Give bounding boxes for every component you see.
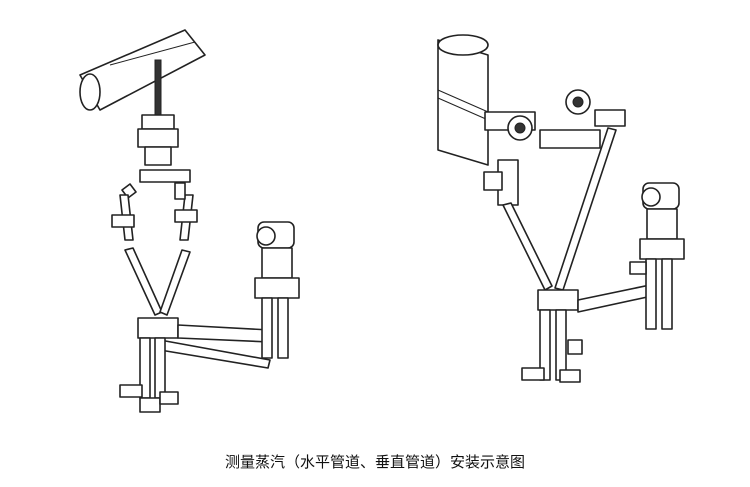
horizontal-pipe-installation: [79, 29, 300, 413]
impulse-lines: [502, 127, 617, 291]
horizontal-main-pipe: [79, 29, 206, 121]
manifold-and-drains: [119, 317, 271, 413]
diagram-caption: 测量蒸汽（水平管道、垂直管道）安装示意图: [224, 453, 525, 471]
pressure-transmitter: [629, 182, 685, 330]
manifold-and-drains: [521, 284, 653, 383]
root-valves: [483, 89, 626, 206]
pressure-transmitter: [254, 221, 300, 359]
vertical-main-pipe: [437, 34, 496, 166]
vertical-pipe-installation: [437, 34, 685, 383]
impulse-lines: [111, 169, 198, 316]
root-valve: [137, 114, 179, 166]
